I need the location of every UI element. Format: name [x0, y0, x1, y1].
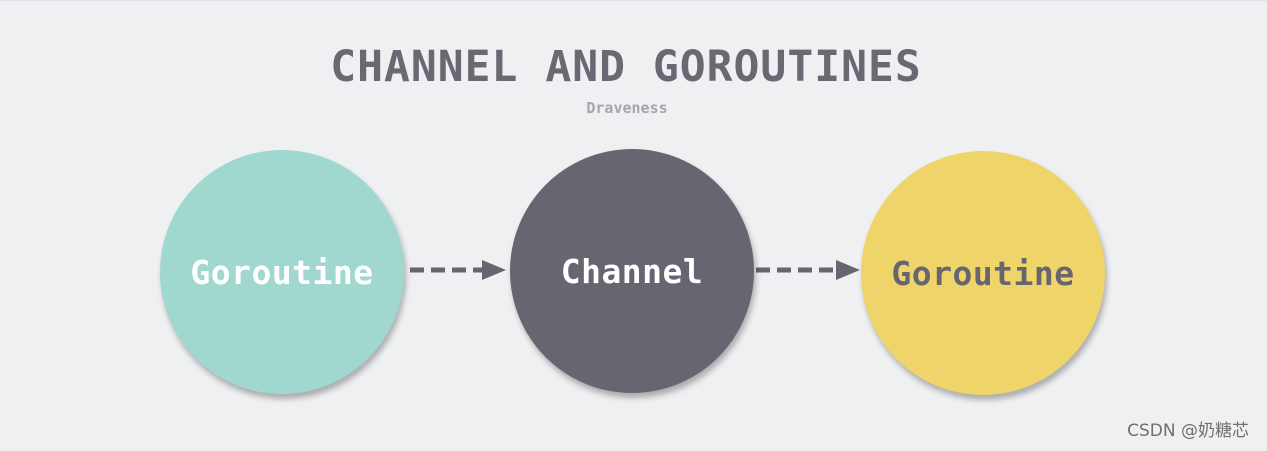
diagram-title: CHANNEL AND GOROUTINES: [330, 42, 922, 92]
edge-channel-to-receiver: [756, 260, 860, 280]
node-goroutine-sender-label: Goroutine: [190, 252, 374, 292]
edge-sender-to-channel-arrowhead: [482, 260, 506, 280]
edge-sender-to-channel: [410, 260, 506, 280]
watermark: CSDN @奶糖芯: [1127, 421, 1249, 441]
node-goroutine-sender: Goroutine: [160, 150, 404, 394]
node-channel-label: Channel: [560, 251, 704, 291]
edge-channel-to-receiver-arrowhead: [836, 260, 860, 280]
node-goroutine-receiver: Goroutine: [861, 151, 1105, 395]
diagram-subtitle: Draveness: [586, 99, 668, 117]
node-channel: Channel: [510, 149, 754, 393]
node-goroutine-receiver-label: Goroutine: [891, 253, 1075, 293]
